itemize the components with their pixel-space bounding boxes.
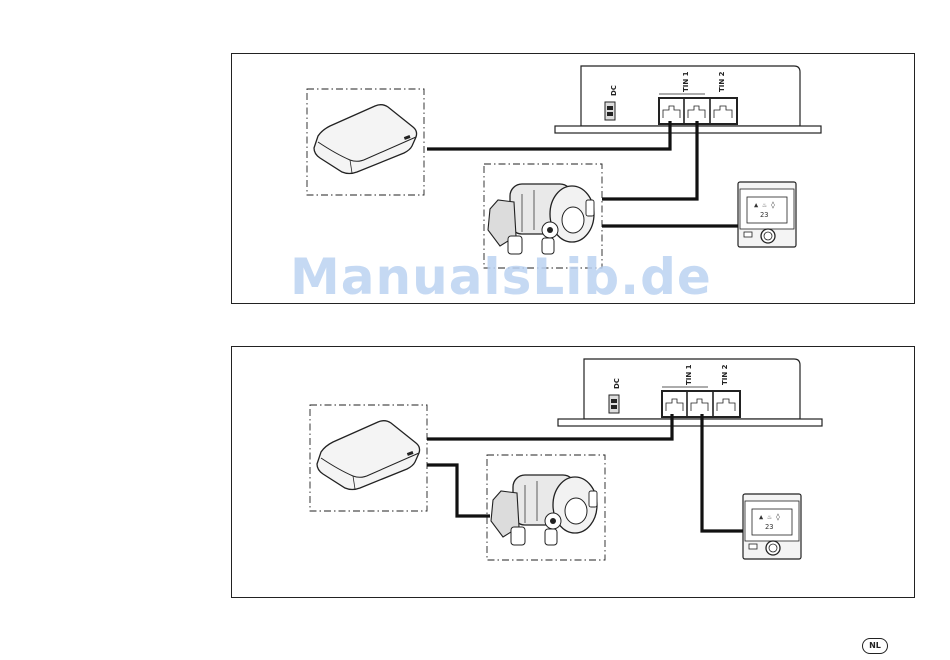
panel-reading: 23 [760, 211, 768, 219]
ac-unit-icon [317, 421, 420, 490]
tin2-label: TIN 2 [721, 364, 729, 385]
dc-label: DC [613, 378, 621, 389]
cable-ac-heater [427, 465, 490, 516]
heater-icon [488, 184, 594, 254]
tin2-label: TIN 2 [718, 71, 726, 92]
heater-icon [491, 475, 597, 545]
cable-tin1-panel [702, 414, 743, 531]
panel-reading: 23 [765, 523, 773, 531]
watermark: ManualsLib.de [290, 248, 712, 306]
ac-unit-icon [314, 105, 417, 174]
dc-label: DC [610, 85, 618, 96]
wiring-diagram-bottom: DC TIN 1 TIN 2 [231, 346, 915, 598]
tin1-label: TIN 1 [682, 71, 690, 92]
lcd-icons: ▲ ♨ ◊ [759, 513, 780, 521]
language-badge: NL [862, 638, 888, 654]
wiring-diagram-bottom-svg: DC TIN 1 TIN 2 [232, 347, 916, 599]
tin1-label: TIN 1 [685, 364, 693, 385]
lcd-icons: ▲ ♨ ◊ [754, 201, 775, 209]
